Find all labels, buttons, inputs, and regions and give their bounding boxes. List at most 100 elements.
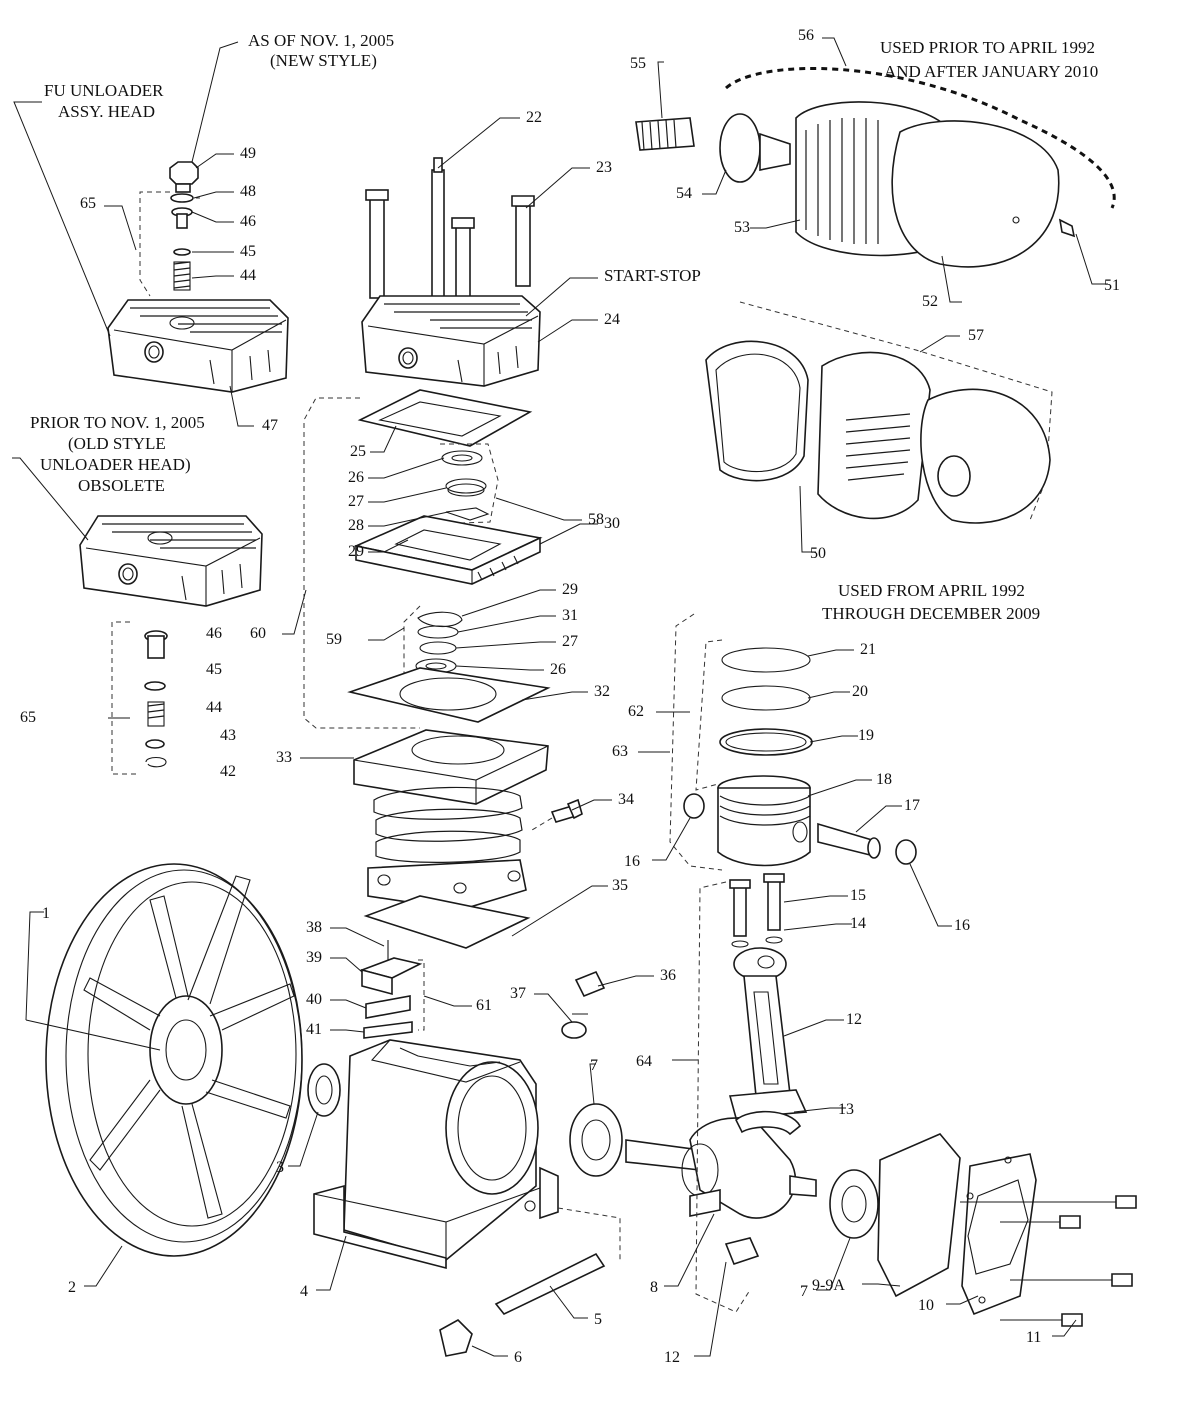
caption-as-of-2: (NEW STYLE) xyxy=(270,51,377,70)
callout-61: 61 xyxy=(476,997,492,1014)
piston-group xyxy=(683,647,917,867)
caption-prior-2: (OLD STYLE xyxy=(68,434,166,453)
callout-37: 37 xyxy=(510,985,526,1002)
callout-1: 1 xyxy=(42,905,50,922)
fu-unloader-head xyxy=(107,299,289,393)
caption-as-of-1: AS OF NOV. 1, 2005 xyxy=(248,31,394,50)
callout-29b: 29 xyxy=(562,581,578,598)
callout-32: 32 xyxy=(594,683,610,700)
callout-13: 13 xyxy=(838,1101,854,1118)
callout-7a: 7 xyxy=(590,1057,598,1074)
callout-62: 62 xyxy=(628,703,644,720)
callout-33: 33 xyxy=(276,749,292,766)
callout-4: 4 xyxy=(300,1283,308,1300)
callout-18: 18 xyxy=(876,771,892,788)
callout-42: 42 xyxy=(220,763,236,780)
callout-8: 8 xyxy=(650,1279,658,1296)
callout-46b: 46 xyxy=(206,625,222,642)
callout-57: 57 xyxy=(968,327,984,344)
callout-41: 41 xyxy=(306,1021,322,1038)
callout-25: 25 xyxy=(350,443,366,460)
caption-used-prior-2: AND AFTER JANUARY 2010 xyxy=(884,62,1098,81)
callout-24: 24 xyxy=(604,311,620,328)
valve-stack xyxy=(303,389,551,729)
callout-50: 50 xyxy=(810,545,826,562)
caption-used-from-1: USED FROM APRIL 1992 xyxy=(838,581,1025,600)
captions: AS OF NOV. 1, 2005 (NEW STYLE) FU UNLOAD… xyxy=(30,31,1098,623)
cylinder-bolt xyxy=(531,798,583,831)
callout-28: 28 xyxy=(348,517,364,534)
callout-16b: 16 xyxy=(954,917,970,934)
callout-3: 3 xyxy=(276,1159,284,1176)
callout-43: 43 xyxy=(220,727,236,744)
cylinder-head xyxy=(361,157,541,387)
flywheel xyxy=(25,863,303,1257)
callout-46a: 46 xyxy=(240,213,256,230)
callout-48: 48 xyxy=(240,183,256,200)
callout-60: 60 xyxy=(250,625,266,642)
caption-start-stop: START-STOP xyxy=(604,266,701,285)
old-style-head xyxy=(79,515,263,607)
callout-38: 38 xyxy=(306,919,322,936)
air-filter-new-style xyxy=(705,301,1053,524)
callout-26a: 26 xyxy=(348,469,364,486)
callout-52: 52 xyxy=(922,293,938,310)
callout-22: 22 xyxy=(526,109,542,126)
air-filter-old-style xyxy=(635,66,1116,268)
callout-9: 9-9A xyxy=(812,1277,845,1294)
callout-26b: 26 xyxy=(550,661,566,678)
callout-30: 30 xyxy=(604,515,620,532)
callout-56: 56 xyxy=(798,27,814,44)
callout-44b: 44 xyxy=(206,699,222,716)
callout-21: 21 xyxy=(860,641,876,658)
breather-pipe xyxy=(439,1207,621,1357)
callout-51: 51 xyxy=(1104,277,1120,294)
cylinder xyxy=(353,729,549,911)
callout-34: 34 xyxy=(618,791,634,808)
callout-40: 40 xyxy=(306,991,322,1008)
callout-20: 20 xyxy=(852,683,868,700)
callout-29a: 29 xyxy=(348,543,364,560)
caption-used-from-2: THROUGH DECEMBER 2009 xyxy=(822,604,1040,623)
callout-58: 58 xyxy=(588,511,604,528)
callout-7b: 7 xyxy=(800,1283,808,1300)
callout-27a: 27 xyxy=(348,493,364,510)
callout-47: 47 xyxy=(262,417,278,434)
caption-prior-3: UNLOADER HEAD) xyxy=(40,455,191,474)
unloader-parts-new xyxy=(139,161,200,297)
base-gasket xyxy=(363,895,531,949)
callout-2: 2 xyxy=(68,1279,76,1296)
caption-fu-1: FU UNLOADER xyxy=(44,81,164,100)
callout-65b: 65 xyxy=(20,709,36,726)
callout-31: 31 xyxy=(562,607,578,624)
callout-64: 64 xyxy=(636,1053,652,1070)
callout-11: 11 xyxy=(1026,1329,1041,1346)
callout-5: 5 xyxy=(594,1311,602,1328)
callout-23: 23 xyxy=(596,159,612,176)
callout-54: 54 xyxy=(676,185,692,202)
callout-12b: 12 xyxy=(664,1349,680,1366)
callout-45b: 45 xyxy=(206,661,222,678)
callout-10: 10 xyxy=(918,1297,934,1314)
callouts: 49 48 65 46 45 44 47 22 23 24 25 26 27 2… xyxy=(20,27,1120,1366)
callout-14: 14 xyxy=(850,915,866,932)
group-brackets xyxy=(669,613,751,1313)
callout-17: 17 xyxy=(904,797,920,814)
callout-16a: 16 xyxy=(624,853,640,870)
caption-fu-2: ASSY. HEAD xyxy=(58,102,155,121)
callout-12a: 12 xyxy=(846,1011,862,1028)
caption-prior-4: OBSOLETE xyxy=(78,476,165,495)
end-cover xyxy=(877,1133,1137,1327)
caption-used-prior-1: USED PRIOR TO APRIL 1992 xyxy=(880,38,1095,57)
oil-parts xyxy=(359,940,606,1039)
callout-35: 35 xyxy=(612,877,628,894)
callout-44a: 44 xyxy=(240,267,256,284)
callout-6: 6 xyxy=(514,1349,522,1366)
connecting-rod xyxy=(728,873,808,1136)
callout-53: 53 xyxy=(734,219,750,236)
crankshaft-assembly xyxy=(307,1063,879,1265)
callout-65a: 65 xyxy=(80,195,96,212)
callout-63: 63 xyxy=(612,743,628,760)
callout-39: 39 xyxy=(306,949,322,966)
